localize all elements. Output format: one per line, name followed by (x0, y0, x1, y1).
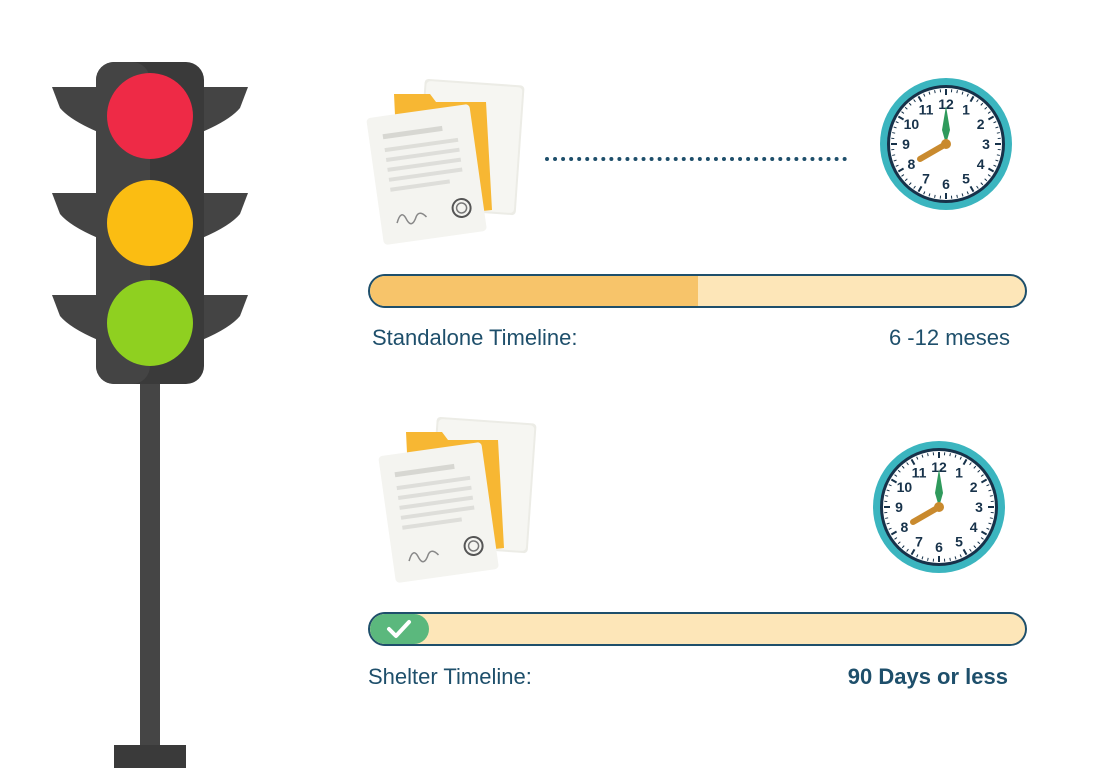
standalone-progress-bar (368, 274, 1027, 308)
clock-number: 8 (900, 519, 908, 535)
dotted-connector (545, 157, 847, 161)
clock-number: 6 (942, 176, 950, 192)
standalone-timeline-label: Standalone Timeline: (372, 325, 578, 350)
red-light (107, 73, 193, 159)
clock-number: 11 (919, 101, 934, 117)
clock-number: 2 (977, 116, 985, 132)
clock-number: 4 (977, 156, 985, 172)
documents-icon (366, 78, 525, 245)
clock-number: 7 (915, 534, 923, 550)
clock-number: 3 (975, 499, 983, 515)
clock-number: 1 (955, 464, 963, 480)
clock-number: 5 (962, 171, 970, 187)
clock-number: 10 (904, 116, 920, 132)
yellow-light (107, 180, 193, 266)
clock-number: 12 (931, 459, 947, 475)
clock-number: 12 (938, 96, 954, 112)
standalone-progress-fill (370, 276, 698, 306)
clock-number: 5 (955, 534, 963, 550)
clock-number: 7 (922, 171, 930, 187)
clock-number: 4 (970, 519, 978, 535)
clock-number: 11 (912, 464, 927, 480)
clock-number: 6 (935, 539, 943, 555)
shelter-timeline-value: 90 Days or less (847, 664, 1008, 689)
documents-icon (378, 416, 537, 583)
clock-number: 10 (897, 479, 913, 495)
traffic-light-illustration (52, 62, 248, 768)
clock-number: 9 (895, 499, 903, 515)
clock-number: 1 (962, 101, 970, 117)
shelter-progress-fill (370, 614, 429, 644)
checkmark-icon (387, 620, 412, 638)
clock-number: 9 (902, 136, 910, 152)
shelter-progress-bar (368, 612, 1027, 646)
clock-number: 3 (982, 136, 990, 152)
standalone-timeline-value: 6 -12 meses (888, 325, 1010, 350)
shelter-timeline-label: Shelter Timeline: (368, 664, 532, 689)
green-light (107, 280, 193, 366)
clock-number: 2 (970, 479, 978, 495)
clock-number: 8 (907, 156, 915, 172)
